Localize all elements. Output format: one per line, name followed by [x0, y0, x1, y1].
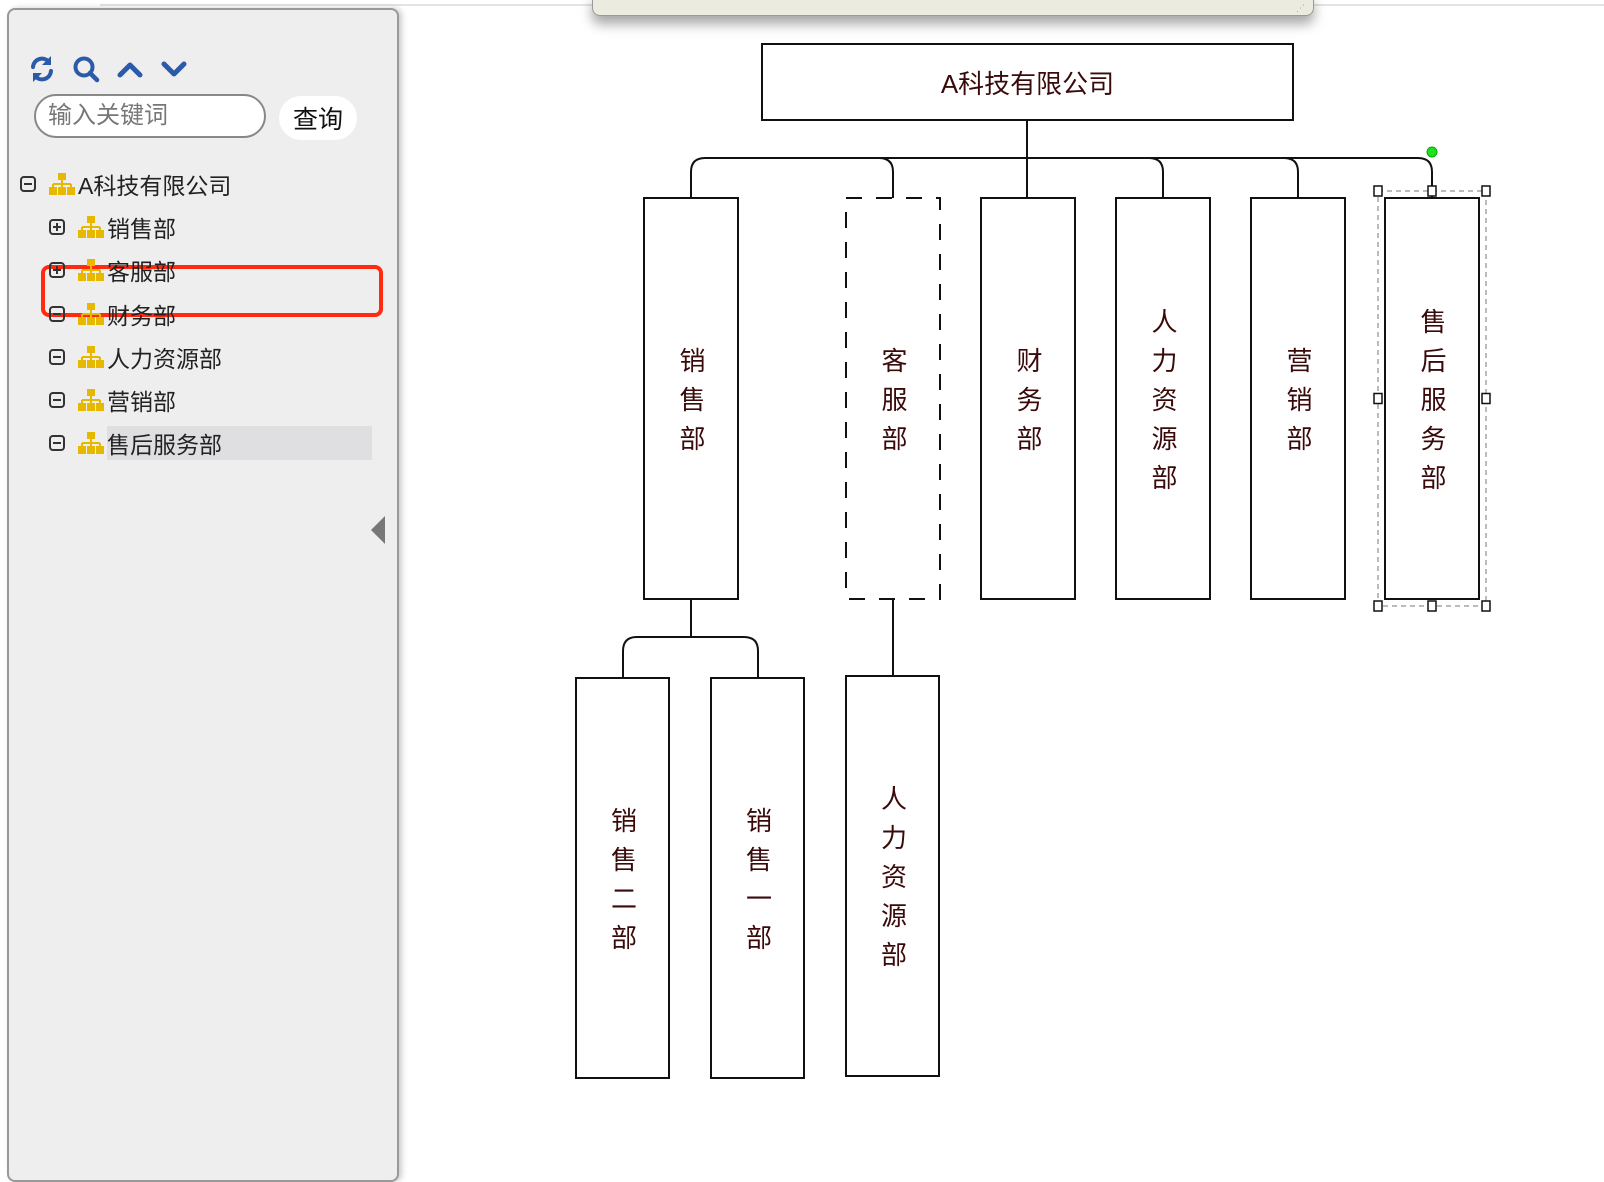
query-button[interactable]: 查询 — [279, 96, 357, 140]
org-structure-icon — [48, 172, 76, 196]
resize-handle[interactable] — [1481, 185, 1491, 197]
resize-handle[interactable] — [1373, 392, 1383, 405]
connector-line — [690, 157, 1433, 198]
tree-node[interactable]: 财务部 — [49, 296, 176, 332]
collapse-toggle-icon[interactable] — [20, 176, 36, 192]
sub-department-node[interactable] — [710, 677, 805, 1079]
connector-line — [878, 157, 894, 198]
resize-handle[interactable] — [1481, 600, 1491, 612]
resize-handle[interactable] — [1373, 600, 1383, 612]
collapse-toggle-icon[interactable] — [49, 435, 65, 452]
tree-node[interactable]: 客服部 — [49, 252, 176, 288]
department-node[interactable] — [980, 197, 1076, 600]
tree-node-label: 售后服务部 — [107, 426, 372, 461]
tree-node[interactable]: 人力资源部 — [49, 339, 222, 375]
org-structure-icon — [77, 431, 105, 455]
department-node[interactable] — [1250, 197, 1346, 600]
tree-node-label: 营销部 — [107, 389, 176, 415]
rotate-handle[interactable] — [1426, 146, 1438, 158]
sub-department-node[interactable] — [845, 675, 940, 1077]
org-structure-icon — [77, 345, 105, 369]
search-input[interactable] — [34, 94, 266, 138]
collapse-toggle-icon[interactable] — [49, 392, 65, 408]
chevron-down-icon[interactable] — [159, 54, 189, 84]
root-node[interactable] — [761, 43, 1294, 121]
sub-department-node[interactable] — [575, 677, 670, 1079]
org-structure-icon — [77, 215, 105, 239]
tree-node[interactable]: 营销部 — [49, 382, 176, 418]
org-structure-icon — [77, 388, 105, 412]
resize-handle[interactable] — [1373, 185, 1383, 197]
org-structure-icon — [77, 302, 105, 326]
department-node[interactable] — [1384, 197, 1480, 600]
tree-node-label: 销售部 — [107, 216, 176, 243]
sidebar-toolbar — [27, 54, 189, 84]
tree-node-label: 人力资源部 — [107, 345, 222, 372]
tree-node[interactable]: 销售部 — [49, 209, 176, 245]
tree-node-label: A科技有限公司 — [78, 173, 232, 199]
floating-toolbar[interactable]: ⋰ — [592, 0, 1314, 16]
resize-grip-icon[interactable]: ⋰ — [1296, 3, 1305, 13]
department-node[interactable] — [643, 197, 739, 600]
tree-node-label: 客服部 — [107, 259, 176, 286]
expand-toggle-icon[interactable] — [49, 262, 65, 279]
connector-line — [622, 636, 759, 678]
chevron-up-icon[interactable] — [115, 54, 145, 84]
collapse-toggle-icon[interactable] — [49, 348, 65, 365]
connector-line — [1148, 157, 1164, 198]
department-node[interactable] — [845, 197, 941, 600]
collapse-sidebar-icon[interactable] — [371, 516, 385, 544]
connector-line — [1283, 157, 1299, 198]
org-structure-icon — [77, 258, 105, 282]
resize-handle[interactable] — [1481, 392, 1491, 405]
tree-node[interactable]: 售后服务部 — [49, 425, 372, 461]
expand-toggle-icon[interactable] — [49, 219, 65, 236]
tree-node[interactable]: A科技有限公司 — [20, 166, 231, 202]
resize-handle[interactable] — [1427, 600, 1437, 612]
refresh-icon[interactable] — [27, 54, 57, 84]
resize-handle[interactable] — [1427, 185, 1437, 197]
search-icon[interactable] — [71, 54, 101, 84]
selection-highlight — [41, 265, 383, 317]
collapse-toggle-icon[interactable] — [49, 305, 65, 322]
tree-node-label: 财务部 — [107, 302, 176, 329]
department-node[interactable] — [1115, 197, 1211, 600]
